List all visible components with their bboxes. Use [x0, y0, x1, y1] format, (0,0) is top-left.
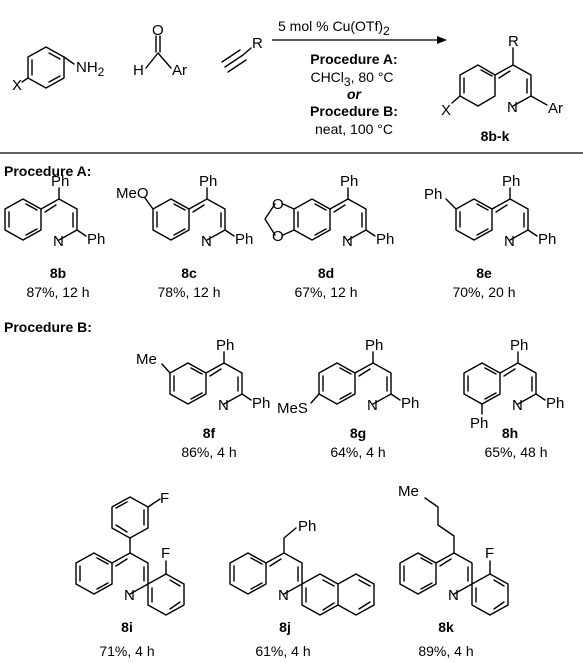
compound-8g-sub-2: Ph: [401, 395, 419, 412]
procedure-a-heading: Procedure A:: [4, 163, 91, 179]
product-ar-label: Ar: [548, 100, 563, 117]
compound-8b-sub-1: Ph: [51, 173, 69, 190]
compound-8k-sub-2: F: [485, 545, 494, 562]
compound-8e-id: 8e: [476, 265, 492, 281]
compound-8f-sub-1: Ph: [216, 337, 234, 354]
aldehyde-h-label: H: [133, 62, 144, 79]
compound-8f-sub-2: Ph: [252, 395, 270, 412]
compound-8f-n: N: [218, 397, 229, 414]
compound-8g-n: N: [367, 397, 378, 414]
compound-8d-sub-2: Ph: [376, 231, 394, 248]
compound-8i-yield: 71%, 4 h: [99, 643, 154, 659]
compound-8d-o-1: O: [272, 196, 284, 213]
svg-text:5 mol % Cu(OTf)2: 5 mol % Cu(OTf)2: [278, 18, 390, 38]
aniline-nh2-subscript: 2: [98, 65, 105, 79]
compound-8k-id: 8k: [438, 619, 454, 635]
svg-text:CHCl3, 80 °C: CHCl3, 80 °C: [310, 69, 393, 89]
compound-8k: Me F N 8k 89%, 4 h: [398, 483, 509, 659]
compound-8d: Ph Ph N O O 8d 67%, 12 h: [264, 173, 394, 300]
compound-8j-id: 8j: [279, 619, 291, 635]
product-id: 8b-k: [481, 128, 510, 144]
aniline-nh2-label: NH: [76, 59, 98, 76]
compound-8d-n: N: [342, 233, 353, 250]
compound-8h-sub-2: Ph: [546, 395, 564, 412]
compound-8c-sub-3: MeO: [116, 185, 149, 202]
compound-8j-yield: 61%, 4 h: [255, 643, 310, 659]
product-n-label: N: [507, 99, 518, 116]
compound-8e-sub-3: Ph: [424, 186, 442, 203]
reaction-arrow: [272, 36, 447, 44]
compound-8j-n: N: [278, 587, 289, 604]
procedure-a-title: Procedure A:: [310, 51, 397, 67]
compound-8h-yield: 65%, 48 h: [484, 444, 547, 460]
product-x-label: X: [441, 102, 451, 119]
compound-8j: Ph N 8j 61%, 4 h: [229, 518, 375, 659]
catalyst-label: 5 mol % Cu(OTf): [278, 18, 383, 34]
compound-8j-sub-1: Ph: [298, 518, 316, 535]
compound-8f-yield: 86%, 4 h: [181, 444, 236, 460]
compound-8i-sub-1: F: [160, 490, 169, 507]
compound-8e-sub-1: Ph: [502, 173, 520, 190]
compound-8h-sub-1: Ph: [510, 337, 528, 354]
compound-8d-o-2: O: [272, 228, 284, 245]
compound-8i-sub-2: F: [161, 545, 170, 562]
compound-8b-id: 8b: [50, 265, 66, 281]
reactant-aniline: X NH2: [12, 46, 105, 94]
compound-8k-yield: 89%, 4 h: [418, 643, 473, 659]
compound-8c-sub-2: Ph: [235, 231, 253, 248]
compound-8e-sub-2: Ph: [538, 231, 556, 248]
aniline-x-label: X: [12, 77, 22, 94]
aldehyde-o-label: O: [152, 22, 164, 39]
alkyne-r-label: R: [252, 35, 263, 52]
compound-8b: Ph Ph N 8b 87%, 12 h: [4, 173, 105, 300]
compound-8g-id: 8g: [350, 425, 366, 441]
procedure-a-subscript: 3: [344, 75, 351, 89]
compound-8g-sub-3: MeS: [277, 400, 308, 417]
compound-8e-yield: 70%, 20 h: [452, 284, 515, 300]
aldehyde-ar-label: Ar: [172, 62, 187, 79]
product-quinoline: R X N Ar 8b-k: [441, 33, 563, 144]
procedure-b-conditions: neat, 100 °C: [315, 121, 393, 137]
compound-8d-id: 8d: [318, 265, 334, 281]
compound-8c-sub-1: Ph: [199, 173, 217, 190]
compound-8f-id: 8f: [203, 425, 216, 441]
compound-8f-sub-3: Me: [136, 351, 157, 368]
compound-8d-sub-1: Ph: [340, 173, 358, 190]
svg-text:NH2: NH2: [76, 59, 105, 79]
compound-8i-n: N: [124, 587, 135, 604]
procedure-b-heading: Procedure B:: [4, 319, 92, 335]
compound-8k-n: N: [448, 587, 459, 604]
procedure-a-conditions: CHCl: [310, 69, 343, 85]
compound-8b-sub-2: Ph: [87, 231, 105, 248]
compound-8e-n: N: [504, 233, 515, 250]
compound-8c-id: 8c: [181, 265, 197, 281]
compound-8g: Ph Ph N MeS 8g 64%, 4 h: [277, 337, 419, 460]
or-label: or: [347, 86, 363, 102]
compound-8c: Ph Ph N MeO 8c 78%, 12 h: [116, 173, 253, 300]
compound-8h: Ph Ph N Ph 8h 65%, 48 h: [463, 337, 564, 460]
compound-8g-yield: 64%, 4 h: [330, 444, 385, 460]
compound-8i-id: 8i: [121, 619, 133, 635]
compound-8h-sub-3: Ph: [470, 415, 488, 432]
compound-8e: Ph Ph N Ph 8e 70%, 20 h: [424, 173, 556, 300]
compound-8k-sub-1: Me: [398, 483, 419, 500]
catalyst-subscript: 2: [383, 24, 390, 38]
compound-8c-yield: 78%, 12 h: [157, 284, 220, 300]
compound-8c-n: N: [201, 233, 212, 250]
compound-8b-n: N: [53, 233, 64, 250]
compound-8b-yield: 87%, 12 h: [26, 284, 89, 300]
compound-8h-id: 8h: [502, 425, 518, 441]
product-r-label: R: [508, 33, 519, 50]
compound-8h-n: N: [512, 397, 523, 414]
reactant-aldehyde: O H Ar: [133, 22, 187, 79]
procedure-b-title: Procedure B:: [310, 103, 398, 119]
compound-8f: Ph Ph N Me 8f 86%, 4 h: [136, 337, 270, 460]
compound-8i: F F N 8i 71%, 4 h: [75, 490, 185, 659]
procedure-a-temperature: , 80 °C: [351, 69, 394, 85]
compound-8d-yield: 67%, 12 h: [294, 284, 357, 300]
reaction-conditions: 5 mol % Cu(OTf)2 Procedure A: CHCl3, 80 …: [278, 18, 398, 137]
reactant-alkyne: R: [221, 35, 263, 73]
compound-8g-sub-1: Ph: [365, 337, 383, 354]
